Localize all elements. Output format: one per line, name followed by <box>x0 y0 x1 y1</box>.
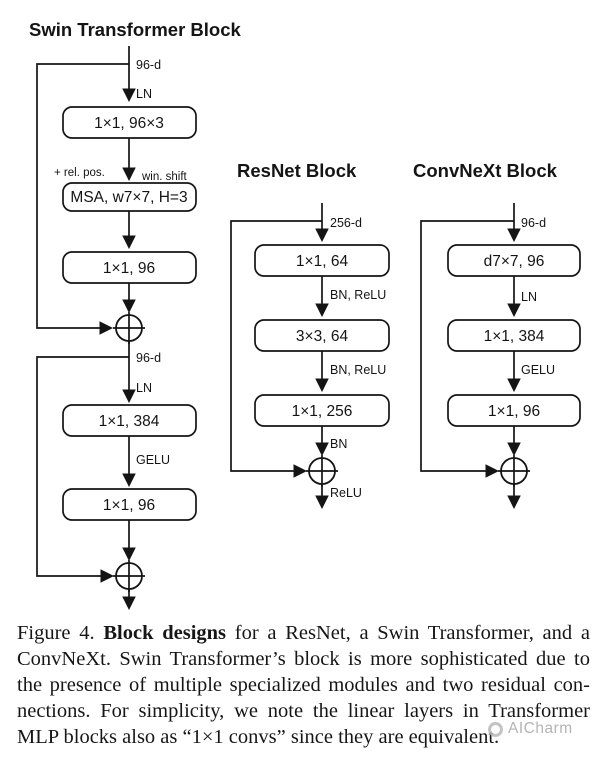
figure-caption: Figure 4. Block designs for a ResNet, a … <box>17 621 590 751</box>
swin-mlp-box-1-label: 1×1, 384 <box>99 413 160 430</box>
resnet-block-title: ResNet Block <box>237 160 357 181</box>
caption-line-4: nections. For simplicity, we note the li… <box>17 699 590 722</box>
caption-bold-lead: Block designs <box>103 622 227 644</box>
convnext-sum-plus-icon <box>498 455 530 487</box>
convnext-edge-label-2: GELU <box>521 363 555 377</box>
resnet-edge-label-3: BN <box>330 437 347 451</box>
swin-block-title: Swin Transformer Block <box>29 19 241 40</box>
swin-block-diagram: Swin Transformer Block 96-d LN 1×1, 96×3… <box>29 19 241 611</box>
swin-win-shift-label: win. shift <box>141 171 188 183</box>
swin-sum2-plus-icon <box>113 560 145 592</box>
swin-residual1-wire <box>36 63 129 335</box>
watermark-label: AICharm <box>508 720 573 737</box>
swin-conv-box-2-label: 1×1, 96 <box>103 260 155 277</box>
caption-figure-label: Figure 4. <box>17 622 104 644</box>
swin-sum1-plus-icon <box>113 312 145 344</box>
block-designs-figure: Swin Transformer Block 96-d LN 1×1, 96×3… <box>29 19 581 611</box>
resnet-conv-box-3-label: 1×1, 256 <box>292 403 353 420</box>
resnet-conv-box-1-label: 1×1, 64 <box>296 253 349 270</box>
convnext-dwconv-box-label: d7×7, 96 <box>484 253 545 270</box>
caption-line-1: Figure 4. Block designs for a ResNet, a … <box>17 621 590 647</box>
convnext-conv-box-2-label: 1×1, 384 <box>484 328 545 345</box>
resnet-conv-box-2-label: 3×3, 64 <box>296 328 349 345</box>
caption-line-3: the presence of multiple specialized mod… <box>17 673 590 696</box>
caption-line-1-rest: for a ResNet, a Swin Transformer, and a <box>226 622 590 644</box>
convnext-edge-label-1: LN <box>521 290 537 304</box>
resnet-edge-label-1: BN, ReLU <box>330 288 386 302</box>
swin-rel-pos-label: + rel. pos. <box>54 167 105 179</box>
swin-mid-dim-label: 96-d <box>136 351 161 365</box>
swin-msa-box-label: MSA, w7×7, H=3 <box>70 189 187 206</box>
swin-norm1-label: LN <box>136 87 152 101</box>
swin-residual2-wire <box>36 356 129 583</box>
resnet-output-label: ReLU <box>330 486 362 500</box>
resnet-block-diagram: ResNet Block 256-d 1×1, 64 BN, ReLU 3×3,… <box>230 160 390 510</box>
convnext-residual-wire <box>420 220 514 478</box>
convnext-input-dim-label: 96-d <box>521 216 546 230</box>
swin-conv-box-1-label: 1×1, 96×3 <box>94 115 164 132</box>
caption-line-5: MLP blocks also as “1×1 convs” since the… <box>17 725 500 748</box>
watermark: AICharm <box>488 720 573 738</box>
resnet-input-dim-label: 256-d <box>330 216 362 230</box>
swin-norm2-label: LN <box>136 381 152 395</box>
caption-line-2: ConvNeXt. Swin Transformer’s block is mo… <box>17 647 590 670</box>
convnext-conv-box-3-label: 1×1, 96 <box>488 403 540 420</box>
resnet-residual-wire <box>230 220 322 478</box>
convnext-block-diagram: ConvNeXt Block 96-d d7×7, 96 LN 1×1, 384… <box>413 160 581 510</box>
resnet-sum-plus-icon <box>306 455 338 487</box>
resnet-edge-label-2: BN, ReLU <box>330 363 386 377</box>
swin-mlp-box-2-label: 1×1, 96 <box>103 497 155 514</box>
convnext-block-title: ConvNeXt Block <box>413 160 558 181</box>
swin-input-dim-label: 96-d <box>136 58 161 72</box>
swin-act-label: GELU <box>136 453 170 467</box>
aperture-flower-icon <box>488 721 503 737</box>
